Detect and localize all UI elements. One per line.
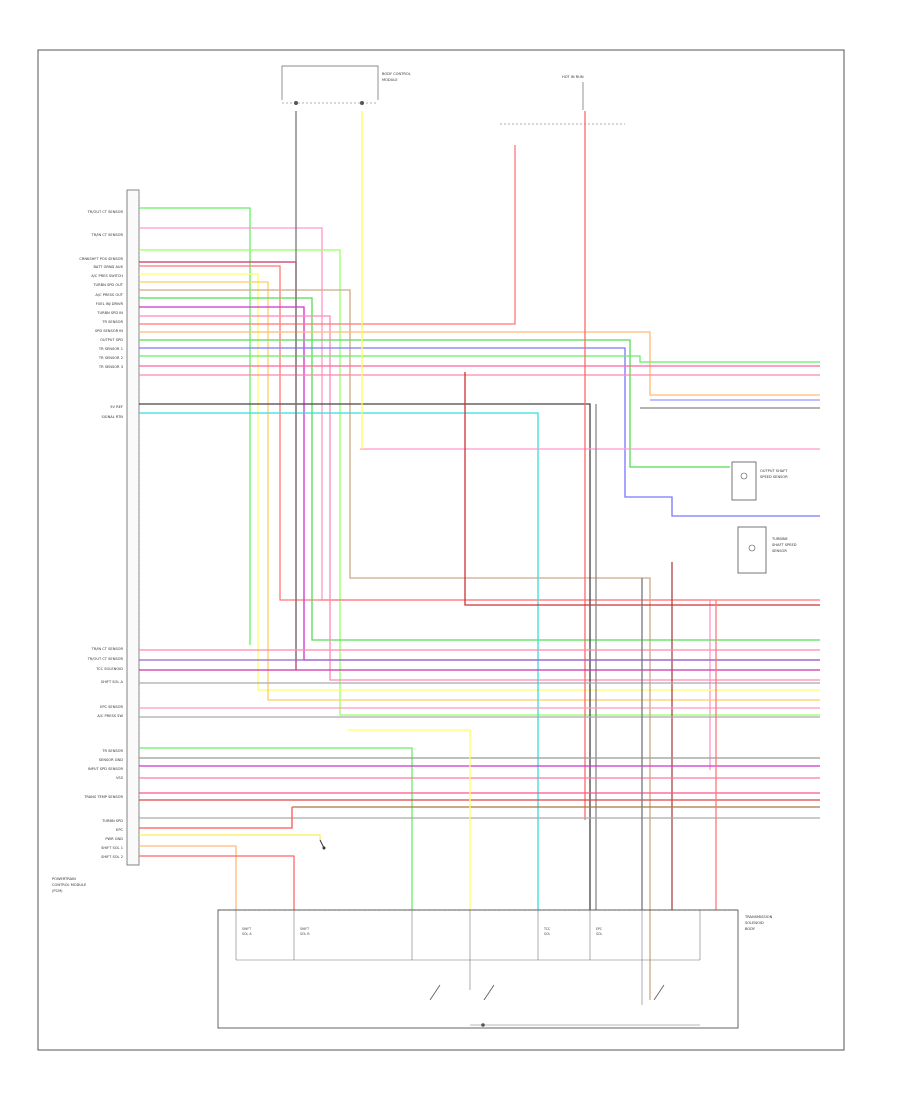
ground-symbol — [319, 839, 326, 850]
pin-label: EPC SENSOR — [100, 705, 123, 709]
pin-label: SHIFT SOL A — [101, 680, 124, 684]
pin-label: A/C PRESS OUT — [95, 293, 123, 297]
wire-orange-3 — [139, 845, 237, 910]
pin-label: SENSOR GND — [99, 758, 123, 762]
wire-pink-2 — [139, 315, 820, 681]
transmission-solenoid-body: SHIFT SOL A SHIFT SOL B TCC SOL EPC SOL … — [217, 909, 773, 1029]
module-label-2: CONTROL MODULE — [52, 883, 87, 887]
wire-dark-1 — [139, 403, 591, 910]
sensor2-label-3: SENSOR — [772, 549, 787, 553]
pin-label: 5V REF — [110, 405, 123, 409]
wire-yellow-1 — [139, 273, 820, 691]
sol-label: SHIFT — [300, 927, 309, 931]
pin-label: TURBN SPD IN — [96, 311, 123, 315]
wire-dark-red-1 — [464, 372, 820, 606]
wire-green-1 — [139, 207, 251, 645]
pin-label: TURBN SPD OUT — [92, 283, 123, 287]
wire-orange-1 — [139, 281, 820, 701]
module-label-1: POWERTRAIN — [52, 877, 76, 881]
sol-label: SOL B — [300, 932, 310, 936]
pin-label: TR/OUT CT SENSOR — [87, 657, 124, 661]
wire-green-5 — [139, 355, 820, 363]
pin-label: TR SENSOR 2 — [98, 356, 123, 360]
pin-label: TR SENSOR — [101, 320, 123, 324]
sensor2-label-1: TURBINE — [771, 537, 789, 541]
sol-label: EPC — [596, 927, 603, 931]
pcm-pin-labels-lower: TR/IN CT SENSOR TR/OUT CT SENSOR TCC SOL… — [83, 647, 124, 859]
pin-label: A/C PRESS SW — [97, 714, 123, 718]
pcm-module-label: POWERTRAIN CONTROL MODULE (PCM) — [52, 877, 87, 893]
pin-label: TR SENSOR — [101, 749, 123, 753]
wire-tan-1 — [139, 289, 651, 1000]
pin-label: VSS — [116, 776, 124, 780]
wire-red-8 — [139, 855, 295, 910]
sensor2-label-2: SHAFT SPEED — [772, 543, 797, 547]
top-connector: BODY CONTROL MODULE — [281, 65, 411, 105]
wire-blue-1 — [139, 347, 820, 517]
wire-orange-2 — [139, 331, 820, 396]
wire-magenta-2 — [139, 306, 820, 661]
wire-yellow-3 — [139, 834, 321, 840]
pin-label: TCC SOLENOID — [95, 667, 123, 671]
pin-label: TR/IN CT SENSOR — [91, 647, 124, 651]
pin-label: SHIFT SOL 1 — [101, 846, 123, 850]
pin-label: BATT GRND AUX — [93, 265, 123, 269]
wire-green-2 — [139, 249, 820, 716]
pin-label: TR SENSOR 3 — [98, 365, 123, 369]
diagram-border — [37, 49, 845, 1051]
wire-magenta-1 — [139, 261, 297, 670]
sensor1-label-1: OUTPUT SHAFT — [760, 469, 788, 473]
output-shaft-speed-sensor: OUTPUT SHAFT SPEED SENSOR — [731, 461, 788, 501]
pin-label: INPUT SPD SENSOR — [88, 767, 124, 771]
pin-label: CRNKSHFT POS SENSOR — [79, 257, 123, 261]
sensor1-label-2: SPEED SENSOR — [760, 475, 788, 479]
pin-label: OUTPUT SPD — [100, 338, 123, 342]
pin-label: TRANS TEMP SENSOR — [83, 795, 123, 799]
wire-cyan-1 — [139, 412, 539, 910]
pcm-connector — [126, 189, 140, 866]
pin-label: SHIFT SOL 2 — [101, 855, 123, 859]
wire-red-1 — [139, 265, 820, 601]
wires — [139, 111, 820, 1000]
sol-label: SHIFT — [242, 927, 251, 931]
pin-label: EPC — [116, 828, 123, 832]
sol-label: SOL — [596, 932, 603, 936]
wire-pink-1 — [139, 227, 711, 770]
top-connector-label-1: BODY CONTROL — [382, 72, 411, 76]
pin-label: TR/OUT CT SENSOR — [87, 210, 124, 214]
trans-label-2: SOLENOID — [745, 921, 764, 925]
wire-red-7 — [139, 807, 293, 829]
sol-label: SOL A — [242, 932, 252, 936]
wire-green-4 — [139, 339, 730, 468]
pin-label: SIGNAL RTN — [101, 415, 123, 419]
wire-red-2 — [139, 145, 516, 325]
turbine-shaft-speed-sensor: TURBINE SHAFT SPEED SENSOR — [737, 526, 797, 574]
pin-label: SPD SENSOR IN — [95, 329, 123, 333]
pcm-pin-labels-upper: TR/OUT CT SENSOR TR/IN CT SENSOR CRNKSHF… — [79, 210, 123, 419]
pin-label: PWR GND — [105, 837, 123, 841]
wire-green-6 — [139, 747, 413, 910]
wire-yellow-4 — [348, 729, 471, 910]
top-right-fuse: HOT IN RUN — [500, 75, 625, 125]
sol-label: SOL — [544, 932, 551, 936]
trans-label-1: TRANSMISSION — [744, 915, 773, 919]
pin-label: A/C PRES SWITCH — [91, 274, 123, 278]
top-connector-label-2: MODULE — [382, 78, 398, 82]
trans-label-3: BODY — [745, 927, 756, 931]
module-label-3: (PCM) — [52, 889, 63, 893]
wire-green-3 — [139, 297, 820, 641]
pin-label: FUEL INJ DRIVR — [96, 302, 124, 306]
pin-label: TURBN SPD — [101, 819, 123, 823]
sol-label: TCC — [543, 927, 551, 931]
pin-label: TR SENSOR 1 — [98, 347, 123, 351]
pin-label: TR/IN CT SENSOR — [91, 233, 124, 237]
top-right-label-1: HOT IN RUN — [562, 75, 584, 79]
